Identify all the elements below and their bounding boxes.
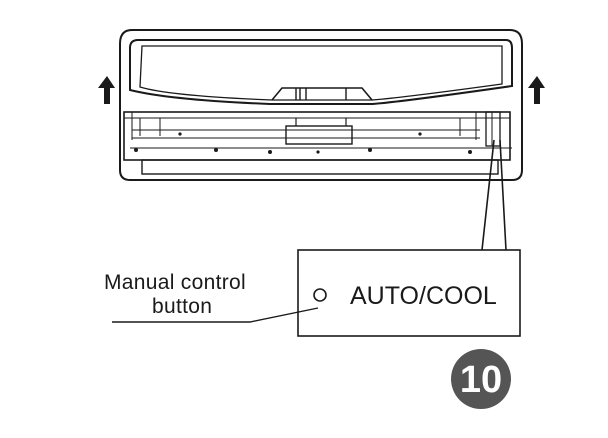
lift-arrow-left-icon [98, 76, 115, 104]
figure-number-badge [451, 349, 511, 409]
filter-clip [285, 125, 353, 145]
control-slot [485, 111, 501, 147]
callout-box [297, 249, 521, 337]
lower-vent [141, 159, 499, 175]
front-panel-inner [139, 45, 503, 101]
panel-hinge [271, 87, 373, 101]
manual-control-label-line2: button [152, 295, 212, 318]
manual-control-button-icon[interactable] [313, 288, 327, 302]
indoor-unit [119, 29, 523, 181]
figure-number: 10 [460, 359, 502, 401]
callout-leaders [481, 139, 507, 251]
unit-outer-shell [119, 29, 523, 181]
front-panel [129, 39, 513, 105]
manual-control-label-line1: Manual control [104, 271, 246, 294]
screw-dots [134, 132, 472, 154]
manual-control-leader [112, 307, 319, 323]
lift-arrow-right-icon [528, 76, 545, 104]
callout-button-text: AUTO/COOL [350, 282, 497, 310]
